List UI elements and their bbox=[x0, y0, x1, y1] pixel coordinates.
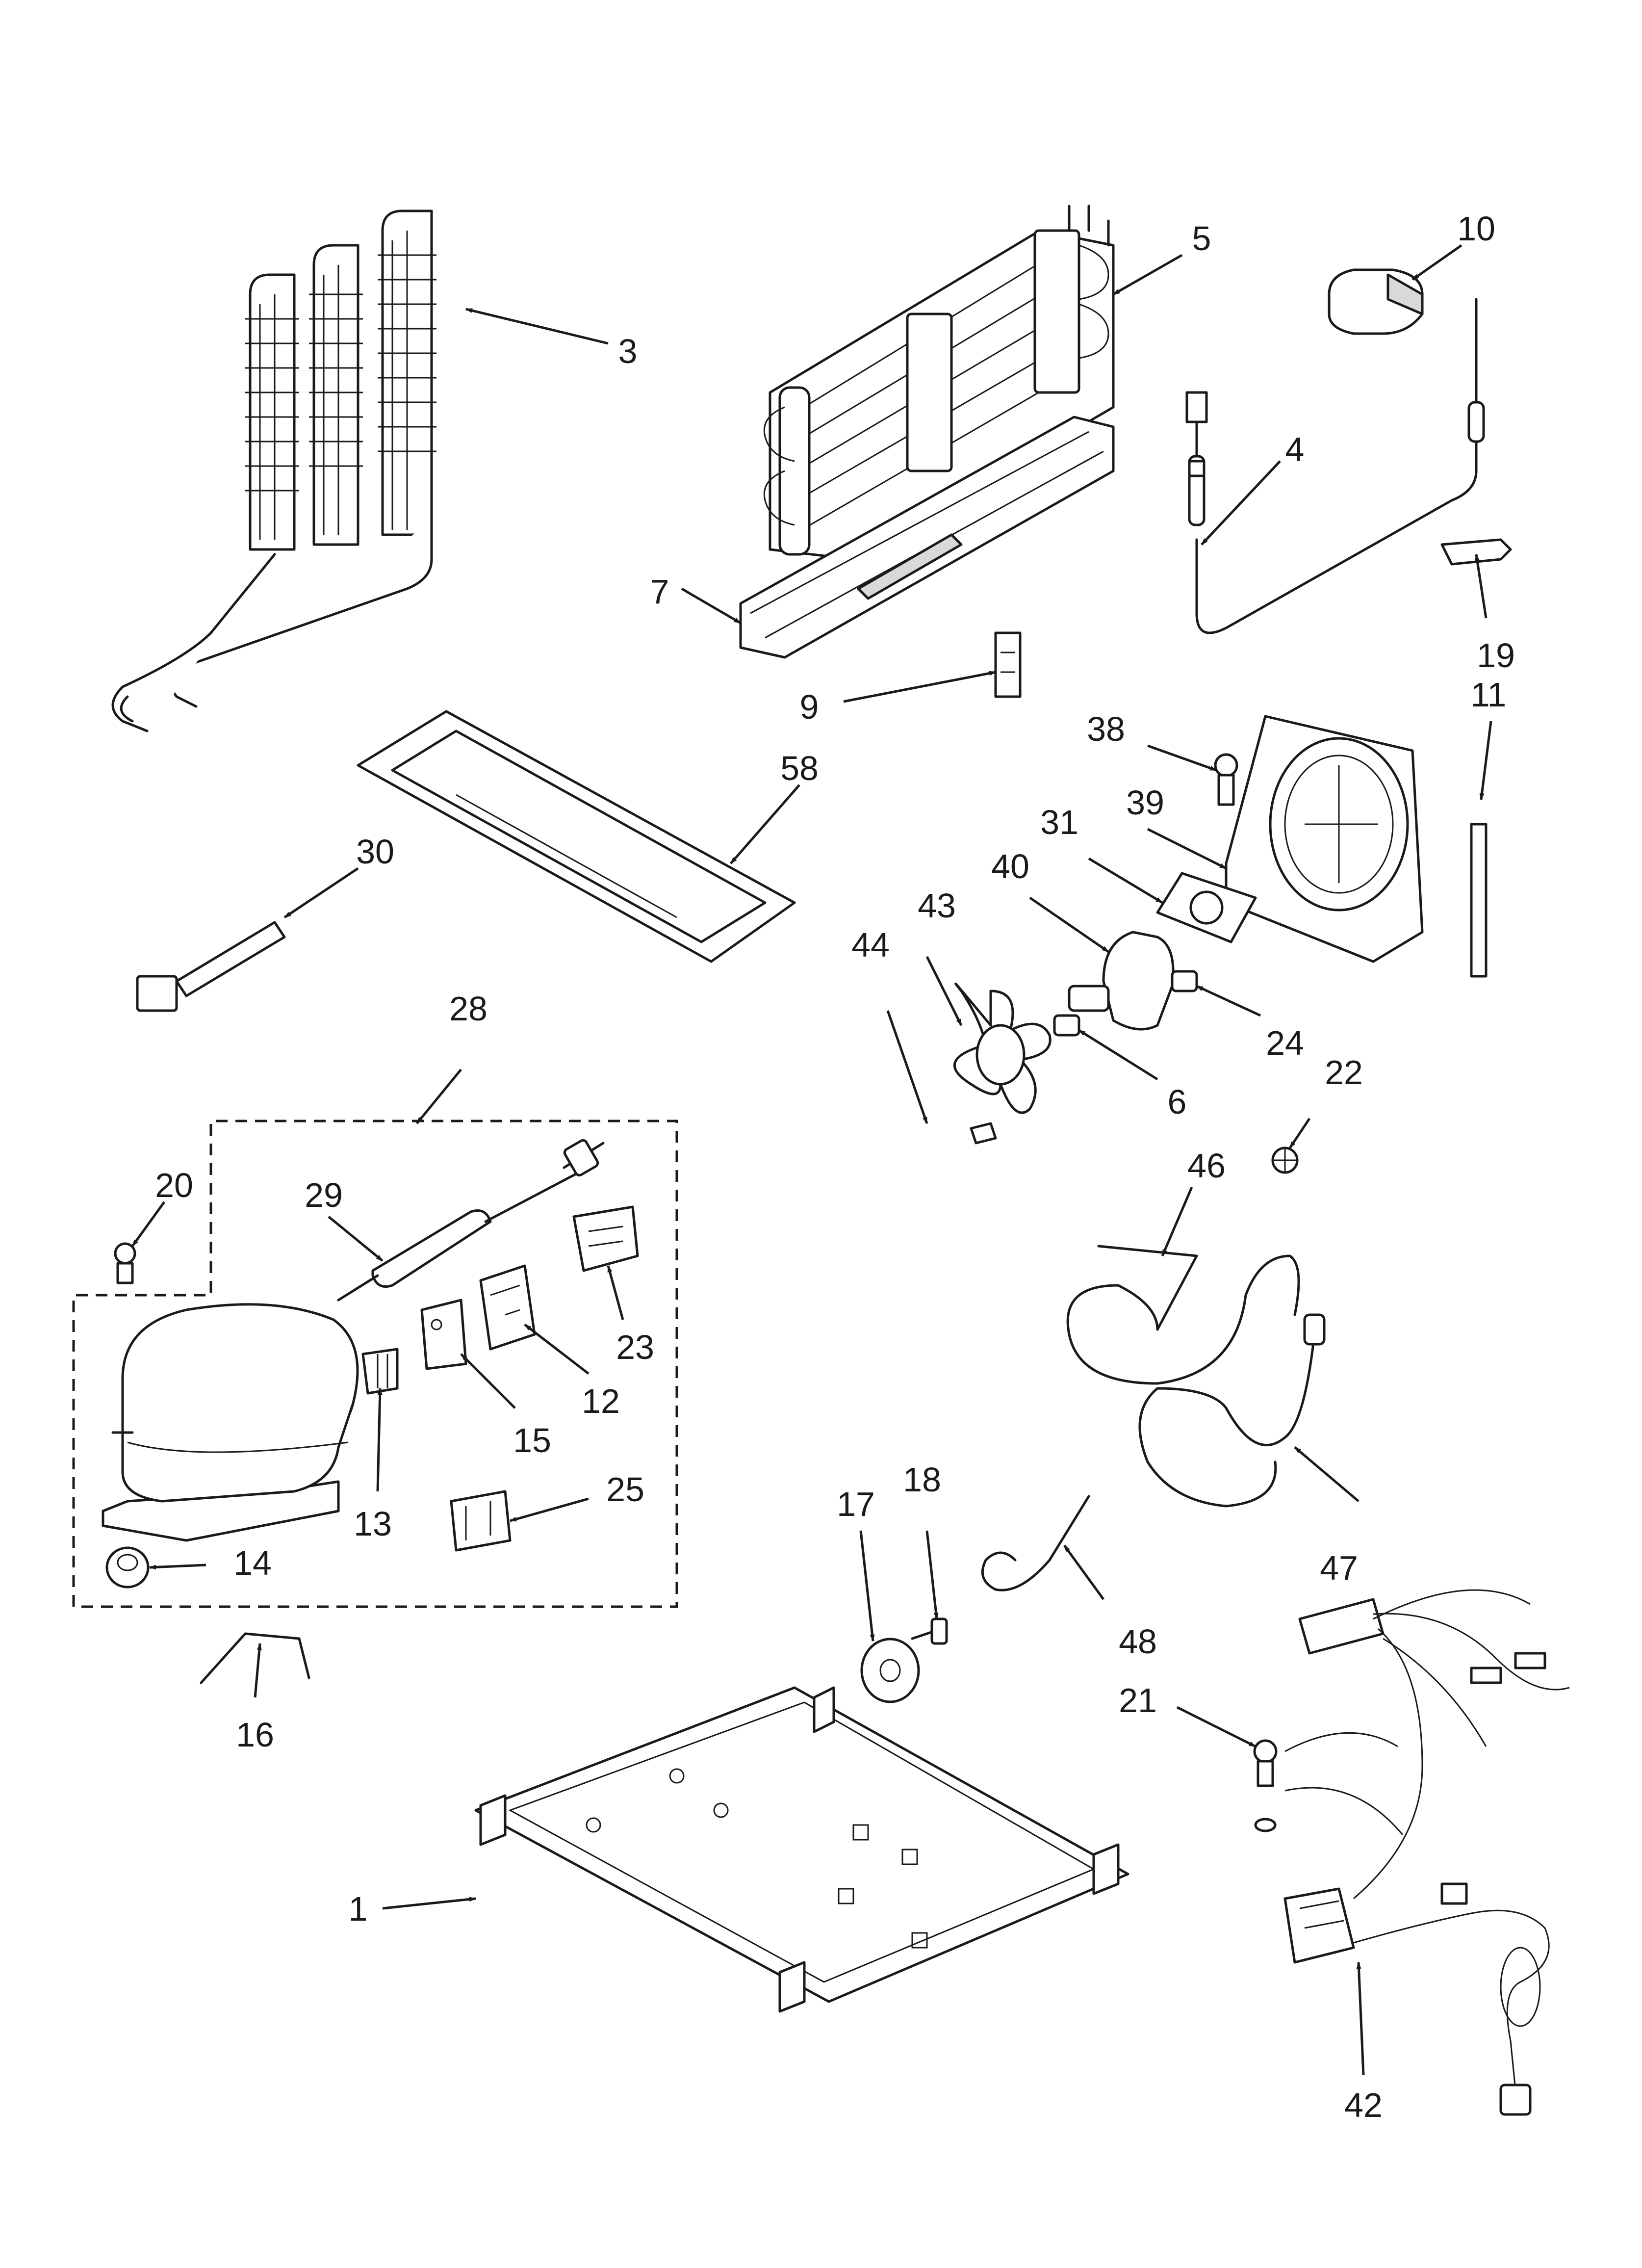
callout-5: 5 bbox=[1192, 219, 1211, 258]
callout-11: 10 bbox=[1457, 209, 1495, 248]
callout-43: 43 bbox=[918, 886, 956, 925]
screw bbox=[1171, 970, 1198, 992]
drier bbox=[337, 1139, 605, 1302]
callout-6: 6 bbox=[1168, 1083, 1187, 1121]
thermostat-clip bbox=[1440, 538, 1512, 566]
wire-harness bbox=[1283, 1589, 1570, 2116]
relay-cover bbox=[572, 1205, 639, 1272]
screw bbox=[1053, 1014, 1080, 1037]
tubing bbox=[1138, 1313, 1326, 1508]
relay bbox=[420, 1299, 467, 1370]
screw bbox=[114, 1242, 136, 1284]
callout-16: 16 bbox=[236, 1716, 274, 1754]
callout-4: 4 bbox=[1285, 430, 1305, 469]
callout-14: 14 bbox=[233, 1544, 272, 1582]
clip bbox=[994, 631, 1022, 698]
callout-44: 44 bbox=[851, 926, 890, 964]
callout-58: 58 bbox=[780, 749, 819, 787]
base-frame bbox=[474, 1686, 1129, 2013]
grommet bbox=[105, 1546, 150, 1589]
callout-18: 18 bbox=[903, 1460, 941, 1499]
callout-12: 12 bbox=[582, 1382, 620, 1420]
callout-22: 23 bbox=[616, 1328, 654, 1366]
callout-47: 47 bbox=[1320, 1549, 1358, 1587]
callout-31: 31 bbox=[1040, 803, 1078, 841]
callout-48: 48 bbox=[1119, 1622, 1157, 1661]
callout-21: 21 bbox=[1119, 1681, 1157, 1720]
callout-1: 1 bbox=[349, 1890, 368, 1928]
callout-9: 9 bbox=[800, 688, 819, 726]
terminal-clip bbox=[361, 1348, 399, 1395]
overload bbox=[479, 1264, 536, 1351]
motor-bracket bbox=[1156, 872, 1257, 943]
condenser-coil bbox=[111, 209, 436, 732]
callout-20: 20 bbox=[155, 1166, 193, 1204]
defrost-thermostat bbox=[1185, 298, 1485, 634]
callout-labels: 3 5 10 4 7 9 19 11 58 30 38 39 31 40 43 … bbox=[155, 209, 1515, 2124]
fan-blade bbox=[953, 982, 1052, 1114]
cable-tie bbox=[136, 921, 286, 1012]
terminal-block bbox=[450, 1490, 512, 1552]
compressor-group-outline bbox=[72, 1120, 678, 1608]
evaporator bbox=[763, 205, 1115, 561]
tubing bbox=[1066, 1245, 1300, 1385]
fan-motor bbox=[1068, 931, 1175, 1031]
callout-3: 3 bbox=[618, 332, 638, 370]
fan-clip bbox=[970, 1122, 997, 1145]
sealing-strip bbox=[1470, 823, 1488, 978]
callout-13: 13 bbox=[354, 1505, 392, 1543]
callout-7: 7 bbox=[650, 573, 669, 611]
insulation-pad bbox=[1328, 268, 1424, 335]
spring-clip bbox=[200, 1632, 310, 1684]
ground-screw bbox=[1253, 1739, 1278, 1832]
axle bbox=[911, 1617, 948, 1645]
screw bbox=[1214, 753, 1238, 806]
callout-29: 29 bbox=[305, 1176, 343, 1214]
callout-40: 40 bbox=[991, 847, 1029, 886]
roller bbox=[860, 1638, 920, 1703]
callout-30: 30 bbox=[356, 833, 394, 871]
callout-10: 11 bbox=[1471, 676, 1507, 714]
callout-42: 42 bbox=[1344, 2086, 1383, 2124]
callout-23: 22 bbox=[1325, 1053, 1363, 1092]
callout-39: 39 bbox=[1126, 783, 1164, 822]
callout-19: 19 bbox=[1477, 636, 1515, 675]
callout-28: 28 bbox=[449, 990, 487, 1028]
callout-38: 38 bbox=[1087, 710, 1125, 748]
compressor bbox=[102, 1303, 359, 1542]
callout-25: 25 bbox=[606, 1470, 644, 1509]
callout-24: 24 bbox=[1266, 1024, 1304, 1062]
callout-15: 15 bbox=[513, 1421, 551, 1460]
callout-46: 46 bbox=[1187, 1147, 1226, 1185]
drain-pan bbox=[357, 710, 796, 963]
leader-lines bbox=[131, 244, 1492, 2076]
callout-17: 17 bbox=[837, 1485, 875, 1523]
drain-trough bbox=[739, 416, 1115, 659]
fan-shroud bbox=[1225, 715, 1424, 963]
grommet bbox=[1271, 1147, 1299, 1174]
drain-tube bbox=[981, 1495, 1090, 1591]
